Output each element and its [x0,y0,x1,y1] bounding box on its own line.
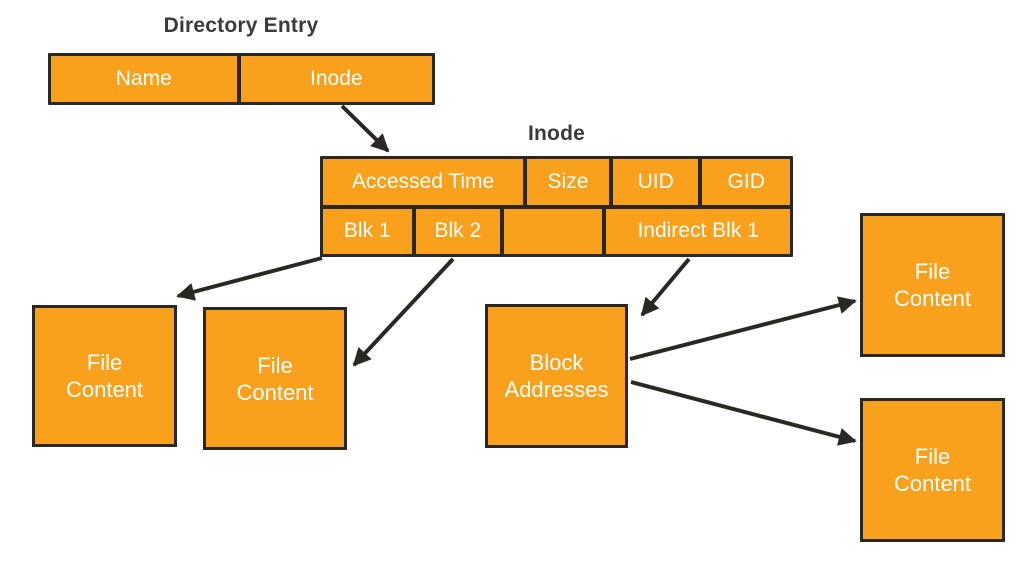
directory-entry-row: Name Inode [51,56,432,102]
inode-cell-empty [504,208,603,254]
file-content-box-4: File Content [860,398,1005,542]
inode-table-row-1: Accessed Time Size UID GID [323,159,790,205]
inode-cell-blk2: Blk 2 [415,208,501,254]
directory-entry-title: Directory Entry [163,14,319,37]
inode-cell-accessed-time: Accessed Time [323,159,524,205]
directory-entry-cell-inode: Inode [240,56,432,102]
block-addresses-box: Block Addresses [485,304,628,448]
arrow-inode-blk1-cell-to-file-content-box-1 [176,256,323,301]
inode-cell-blk1: Blk 1 [323,208,412,254]
inode-cell-size: Size [527,159,609,205]
arrow-block-addresses-box-to-file-content-box-4 [630,380,857,446]
inode-cell-uid: UID [612,159,699,205]
inode-title: Inode [528,122,585,145]
file-content-box-1: File Content [32,305,177,447]
directory-entry-cell-name: Name [51,56,237,102]
arrow-block-addresses-box-to-file-content-box-3 [629,296,857,361]
inode-table-row-2: Blk 1 Blk 2 Indirect Blk 1 [323,208,791,254]
inode-cell-indirect-blk1: Indirect Blk 1 [606,208,791,254]
arrow-inode-blk2-cell-to-file-content-box-2 [352,257,455,367]
inode-cell-gid: GID [702,159,790,205]
file-content-box-2: File Content [203,307,347,450]
arrow-inode-indirect-blk1-cell-to-block-addresses-box [640,257,691,317]
inode-table: Accessed Time Size UID GID Blk 1 Blk 2 I… [320,156,793,257]
file-content-box-3: File Content [860,213,1005,357]
directory-entry-table: Name Inode [48,53,435,105]
